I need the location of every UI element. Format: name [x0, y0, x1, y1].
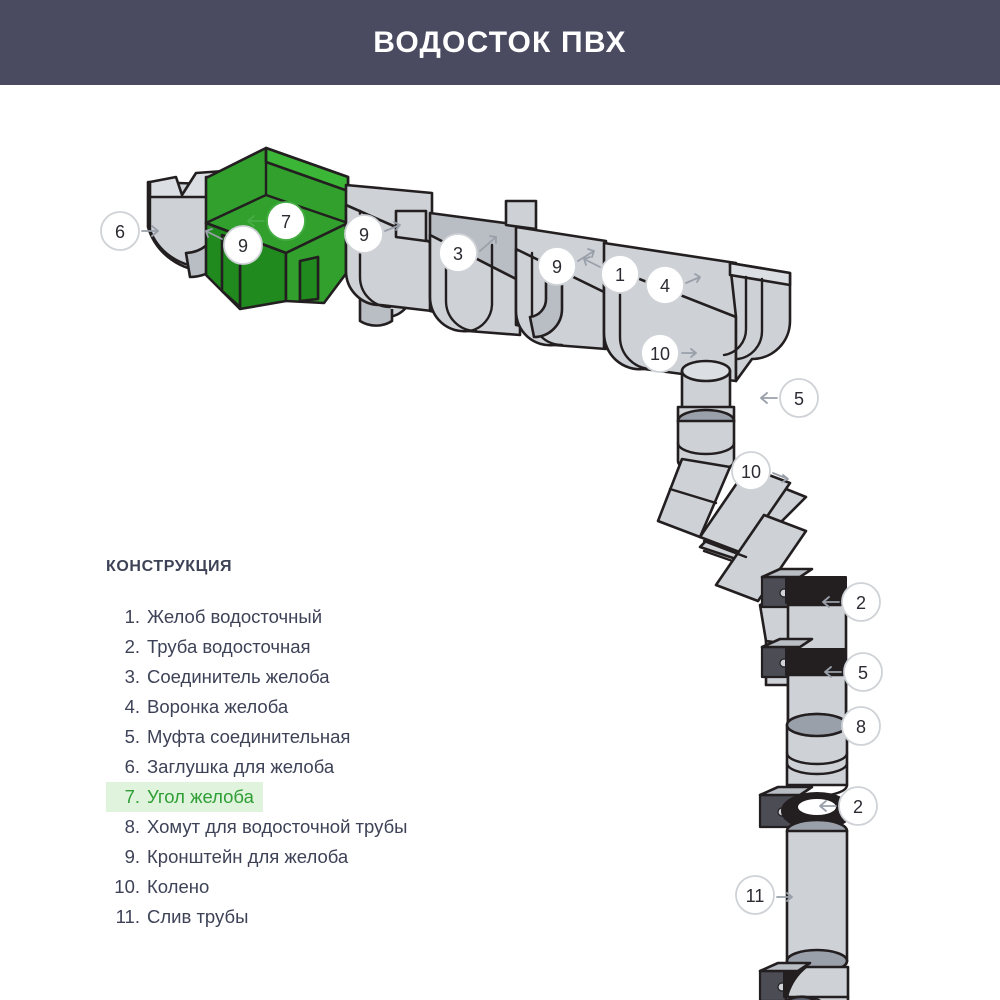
svg-text:6: 6	[115, 222, 125, 242]
callout-5-connector-b[interactable]: 5	[824, 652, 883, 692]
legend-item-6[interactable]: 6. Заглушка для желоба	[106, 752, 506, 782]
downpipe-drain-outlet-part	[770, 965, 850, 1000]
legend-item-number: 7.	[124, 786, 140, 807]
gutter-channel-segment-1	[344, 183, 434, 327]
legend-item-label: Соединитель желоба	[147, 666, 330, 687]
callout-10-elbow-b[interactable]: 10	[731, 451, 789, 491]
callouts-group: 6 9 7 9	[100, 201, 883, 915]
callout-10-elbow-a[interactable]: 10	[640, 333, 697, 373]
legend-item-number: 1.	[124, 606, 140, 627]
svg-text:3: 3	[453, 244, 463, 264]
svg-text:9: 9	[552, 257, 562, 277]
legend-item-number: 10.	[114, 876, 140, 897]
legend-item-number: 5.	[124, 726, 140, 747]
callout-4-funnel[interactable]: 4	[645, 265, 701, 305]
legend-item-number: 8.	[124, 816, 140, 837]
callout-2-pipe-a[interactable]: 2	[822, 582, 881, 622]
callout-8-clamp[interactable]: 8	[822, 706, 881, 746]
legend-item-number: 6.	[124, 756, 140, 777]
svg-text:10: 10	[741, 462, 761, 482]
downpipe-angled-section	[698, 465, 808, 603]
legend-item-1[interactable]: 1. Желоб водосточный	[106, 602, 506, 632]
callout-3-connector[interactable]: 3	[438, 233, 497, 273]
svg-text:8: 8	[856, 717, 866, 737]
legend-item-number: 9.	[124, 846, 140, 867]
legend-heading: КОНСТРУКЦИЯ	[106, 558, 233, 575]
gutter-joint-knob-b	[504, 199, 538, 231]
legend-item-2[interactable]: 2. Труба водосточная	[106, 632, 506, 662]
svg-text:11: 11	[746, 886, 765, 906]
svg-text:5: 5	[794, 389, 804, 409]
legend-item-5[interactable]: 5. Муфта соединительная	[106, 722, 506, 752]
legend-item-label: Воронка желоба	[147, 696, 289, 717]
legend-item-8[interactable]: 8. Хомут для водосточной трубы	[106, 812, 506, 842]
callout-2-pipe-b[interactable]: 2	[819, 786, 878, 826]
callout-5-connector-a[interactable]: 5	[760, 378, 819, 418]
legend-panel: КОНСТРУКЦИЯ 1. Желоб водосточный 2. Труб…	[106, 558, 506, 932]
callout-9-bracket-a[interactable]: 9	[205, 225, 263, 265]
callout-6[interactable]: 6	[100, 211, 159, 251]
legend-item-3[interactable]: 3. Соединитель желоба	[106, 662, 506, 692]
legend-item-11[interactable]: 11. Слив трубы	[106, 902, 506, 932]
svg-text:2: 2	[856, 593, 866, 613]
legend-item-label: Желоб водосточный	[147, 606, 323, 627]
legend-item-label: Муфта соединительная	[147, 726, 351, 747]
legend-item-label: Заглушка для желоба	[147, 756, 335, 777]
svg-text:4: 4	[660, 276, 670, 296]
legend-item-number: 2.	[124, 636, 140, 657]
page-title: ВОДОСТОК ПВХ	[373, 25, 627, 59]
downpipe-clamp-upper-a	[760, 567, 847, 609]
legend-item-label: Слив трубы	[147, 906, 249, 927]
callout-7-corner-highlighted[interactable]: 7	[247, 201, 306, 241]
legend-item-9[interactable]: 9. Кронштейн для желоба	[106, 842, 506, 872]
legend-item-label: Труба водосточная	[147, 636, 311, 657]
legend-item-4[interactable]: 4. Воронка желоба	[106, 692, 506, 722]
svg-text:7: 7	[281, 212, 291, 232]
svg-text:9: 9	[238, 236, 248, 256]
legend-item-label: Кронштейн для желоба	[147, 846, 349, 867]
gutter-joint-knob-a	[394, 209, 428, 243]
legend-item-number: 4.	[124, 696, 140, 717]
callout-9-bracket-c[interactable]: 9	[537, 246, 595, 286]
svg-text:10: 10	[650, 344, 670, 364]
legend-item-number: 3.	[124, 666, 140, 687]
header-bar: ВОДОСТОК ПВХ	[0, 0, 1000, 85]
svg-text:1: 1	[615, 265, 625, 285]
legend-item-label: Колено	[147, 876, 210, 897]
legend-item-label: Угол желоба	[147, 786, 254, 807]
svg-text:5: 5	[858, 663, 868, 683]
callout-9-bracket-b[interactable]: 9	[344, 214, 401, 254]
legend-item-label: Хомут для водосточной трубы	[147, 816, 408, 837]
callout-1-gutter[interactable]: 1	[583, 254, 640, 294]
downpipe-pipe-segment-c	[785, 818, 849, 974]
gutter-system-diagram: .pt { fill:#ced1d6; stroke:#231f20; stro…	[0, 85, 1000, 1000]
downpipe-clamp-ring-part	[758, 785, 853, 830]
callout-11-drain[interactable]: 11	[735, 875, 793, 915]
svg-text:2: 2	[853, 797, 863, 817]
svg-text:9: 9	[359, 225, 369, 245]
legend-item-7-highlighted[interactable]: 7. Угол желоба	[106, 782, 263, 812]
legend-item-10[interactable]: 10. Колено	[106, 872, 506, 902]
gutter-connector-part	[428, 211, 522, 337]
legend-item-number: 11.	[115, 906, 140, 927]
